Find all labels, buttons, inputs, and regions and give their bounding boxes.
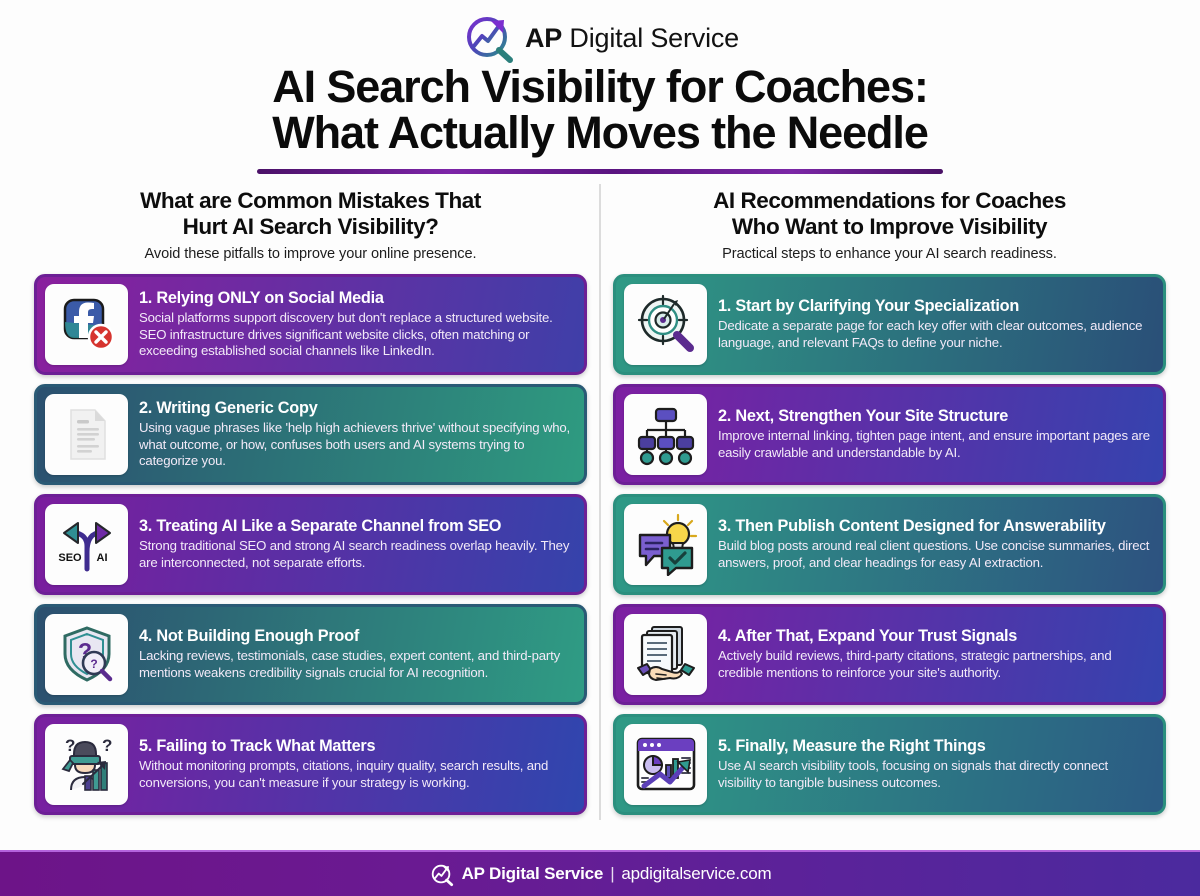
right-column: AI Recommendations for Coaches Who Want … [600,188,1166,850]
card-body: 4. After That, Expand Your Trust Signals… [718,627,1152,681]
card-body: 4. Not Building Enough Proof Lacking rev… [139,627,573,681]
card-title: 3. Then Publish Content Designed for Ans… [718,517,1106,536]
card-description: Social platforms support discovery but d… [139,310,553,359]
svg-text:?: ? [65,736,75,755]
growth-chart-magnifier-icon [461,12,515,64]
page-title: AI Search Visibility for Coaches: What A… [40,64,1160,162]
card-body: 5. Finally, Measure the Right Things Use… [718,737,1152,791]
right-column-heading: AI Recommendations for Coaches Who Want … [613,188,1166,240]
list-item[interactable]: ? ? [34,713,587,815]
card-description: Dedicate a separate page for each key of… [718,318,1143,351]
card-title: 3. Treating AI Like a Separate Channel f… [139,517,502,536]
left-column: What are Common Mistakes That Hurt AI Se… [34,188,600,850]
card-description: Build blog posts around real client ques… [718,538,1150,571]
card-title: 2. Next, Strengthen Your Site Structure [718,407,1009,426]
brand-name-bold: AP [525,22,563,53]
card-title: 1. Relying ONLY on Social Media [139,288,384,307]
card-body: 5. Failing to Track What Matters Without… [139,737,573,791]
footer-url[interactable]: apdigitalservice.com [621,864,772,883]
left-heading-line-1: What are Common Mistakes That [140,187,481,213]
column-divider [599,183,601,820]
title-underline-accent [257,168,943,174]
card-description: Use AI search visibility tools, focusing… [718,758,1109,791]
card-body: 1. Start by Clarifying Your Specializati… [718,297,1152,351]
card-description: Lacking reviews, testimonials, case stud… [139,648,560,681]
site-hierarchy-tree-icon [624,393,707,475]
list-item[interactable]: 1. Start by Clarifying Your Specializati… [613,273,1166,375]
title-block: AI Search Visibility for Coaches: What A… [0,58,1200,174]
card-title: 5. Finally, Measure the Right Things [718,737,986,756]
card-title: 2. Writing Generic Copy [139,398,318,417]
brand-name-light: Digital Service [569,22,739,53]
list-item[interactable]: 1. Relying ONLY on Social Media Social p… [34,273,587,375]
growth-chart-magnifier-icon [429,862,454,887]
left-column-heading: What are Common Mistakes That Hurt AI Se… [34,188,587,240]
card-title: 4. Not Building Enough Proof [139,627,359,646]
target-magnifier-icon [624,283,707,365]
svg-text:AI: AI [96,552,107,564]
svg-text:?: ? [102,736,112,755]
list-item[interactable]: 5. Finally, Measure the Right Things Use… [613,713,1166,815]
svg-text:?: ? [90,657,97,671]
analytics-dashboard-icon [624,723,707,805]
card-body: 3. Treating AI Like a Separate Channel f… [139,517,573,571]
left-column-subtitle: Avoid these pitfalls to improve your onl… [144,245,477,262]
left-heading-line-2: Hurt AI Search Visibility? [182,213,439,239]
right-card-list: 1. Start by Clarifying Your Specializati… [613,273,1166,815]
page-title-line-1: AI Search Visibility for Coaches: [272,61,929,112]
right-heading-line-1: AI Recommendations for Coaches [713,187,1066,213]
card-title: 1. Start by Clarifying Your Specializati… [718,297,1020,316]
footer-separator: | [610,864,615,883]
svg-text:SEO: SEO [58,552,82,564]
list-item[interactable]: 2. Next, Strengthen Your Site Structure … [613,383,1166,485]
card-body: 1. Relying ONLY on Social Media Social p… [139,289,573,360]
right-column-subtitle: Practical steps to enhance your AI searc… [722,245,1057,262]
list-item[interactable]: ? ? 4. Not Building Enough Proof Lacking… [34,603,587,705]
seo-ai-fork-arrows-icon: SEO AI [45,503,128,585]
blindfolded-person-chart-icon: ? ? [45,723,128,805]
list-item[interactable]: 3. Then Publish Content Designed for Ans… [613,493,1166,595]
brand-header: AP Digital Service [0,0,1200,63]
card-body: 2. Next, Strengthen Your Site Structure … [718,407,1152,461]
footer-bar: AP Digital Service | apdigitalservice.co… [0,850,1200,896]
card-body: 2. Writing Generic Copy Using vague phra… [139,399,573,470]
card-body: 3. Then Publish Content Designed for Ans… [718,517,1152,571]
chat-lightbulb-idea-icon [624,503,707,585]
shield-question-magnifier-icon: ? ? [45,613,128,695]
left-card-list: 1. Relying ONLY on Social Media Social p… [34,273,587,815]
card-description: Improve internal linking, tighten page i… [718,428,1150,461]
columns-container: What are Common Mistakes That Hurt AI Se… [0,174,1200,850]
handshake-documents-icon [624,613,707,695]
card-description: Without monitoring prompts, citations, i… [139,758,549,791]
card-title: 4. After That, Expand Your Trust Signals [718,627,1018,646]
list-item[interactable]: 2. Writing Generic Copy Using vague phra… [34,383,587,485]
footer-brand: AP Digital Service [461,864,604,883]
card-description: Strong traditional SEO and strong AI sea… [139,538,570,571]
list-item[interactable]: 4. After That, Expand Your Trust Signals… [613,603,1166,705]
document-text-icon [45,393,128,475]
page-title-line-2: What Actually Moves the Needle [272,106,929,158]
footer-text: AP Digital Service | apdigitalservice.co… [462,864,772,884]
card-title: 5. Failing to Track What Matters [139,737,376,756]
brand-name: AP Digital Service [525,23,739,54]
right-heading-line-2: Who Want to Improve Visibility [731,213,1048,239]
card-description: Actively build reviews, third-party cita… [718,648,1112,681]
facebook-blocked-icon [45,283,128,365]
card-description: Using vague phrases like 'help high achi… [139,420,570,469]
list-item[interactable]: SEO AI 3. Treating AI Like a Separate Ch… [34,493,587,595]
